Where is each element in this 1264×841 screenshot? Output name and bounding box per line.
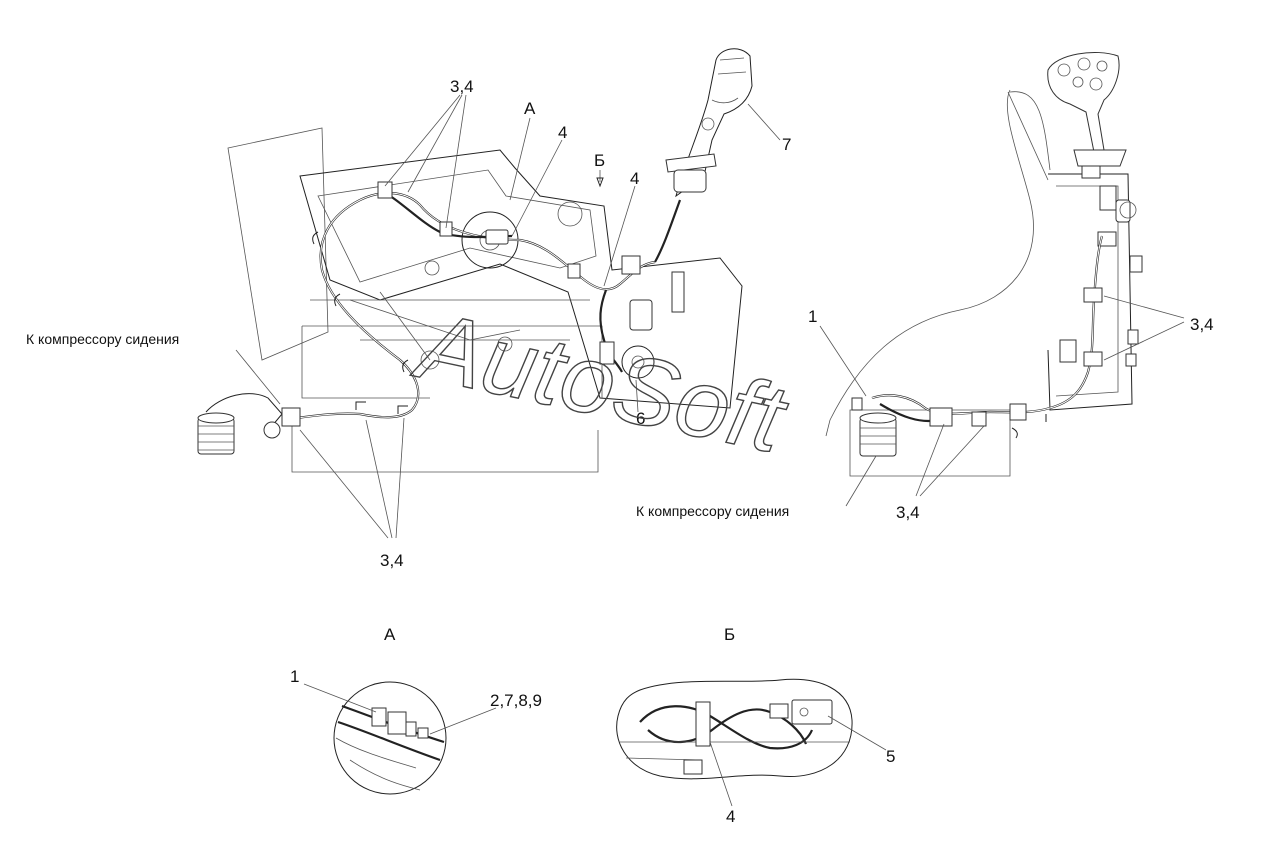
detail-b-title: Б — [724, 625, 735, 644]
side-joystick — [1047, 51, 1127, 179]
callout-clamps-side: 3,4 — [1190, 315, 1214, 334]
branch-cable-sensor — [599, 289, 623, 373]
side-harness-cable — [871, 235, 1104, 415]
compressor-connector — [197, 393, 301, 455]
caption-compressor-left: К компрессору сидения — [26, 331, 179, 347]
callout-clamps-top: 3,4 — [450, 77, 474, 96]
detail-a-callout-harness: 1 — [290, 667, 299, 686]
seat-cushion-outline — [825, 89, 1034, 437]
callout-view-a: А — [524, 99, 536, 118]
harness-connector — [485, 229, 509, 245]
detail-b-callout-tie: 4 — [726, 807, 735, 826]
gear-lever — [665, 48, 753, 198]
sensor-body — [621, 345, 655, 379]
detail-a-callout-connectors: 2,7,8,9 — [490, 691, 542, 710]
left-seat-view: 3,4 А 4 Б 4 7 6 3,4 К компрессору сидени… — [26, 48, 791, 570]
callout-view-b: Б — [594, 151, 605, 170]
detail-b-outline — [616, 678, 853, 780]
compressor-connector-right — [851, 397, 897, 457]
detail-a-title: А — [384, 625, 396, 644]
detail-b-callout-switch: 5 — [886, 747, 895, 766]
side-frame — [1047, 173, 1133, 411]
callout-tie-lower: 4 — [630, 169, 639, 188]
callout-sensor: 6 — [636, 409, 645, 428]
callout-harness-right: 1 — [808, 307, 817, 326]
detail-a-circle — [333, 681, 447, 795]
callout-lever: 7 — [782, 135, 791, 154]
detail-b: Б 5 4 — [616, 625, 895, 826]
mechanism-housing — [299, 149, 743, 409]
caption-compressor-right: К компрессору сидения — [636, 503, 789, 519]
callout-clamps-bottom-right: 3,4 — [896, 503, 920, 522]
mechanism-inner — [317, 169, 597, 283]
detail-a: А 1 2,7,8,9 — [290, 625, 542, 795]
right-seat-view: 1 3,4 3,4 К компрессору сидения — [636, 51, 1214, 522]
seat-back-outline — [227, 127, 329, 361]
callout-clamps-bottom: 3,4 — [380, 551, 404, 570]
callout-tie-upper: 4 — [558, 123, 567, 142]
